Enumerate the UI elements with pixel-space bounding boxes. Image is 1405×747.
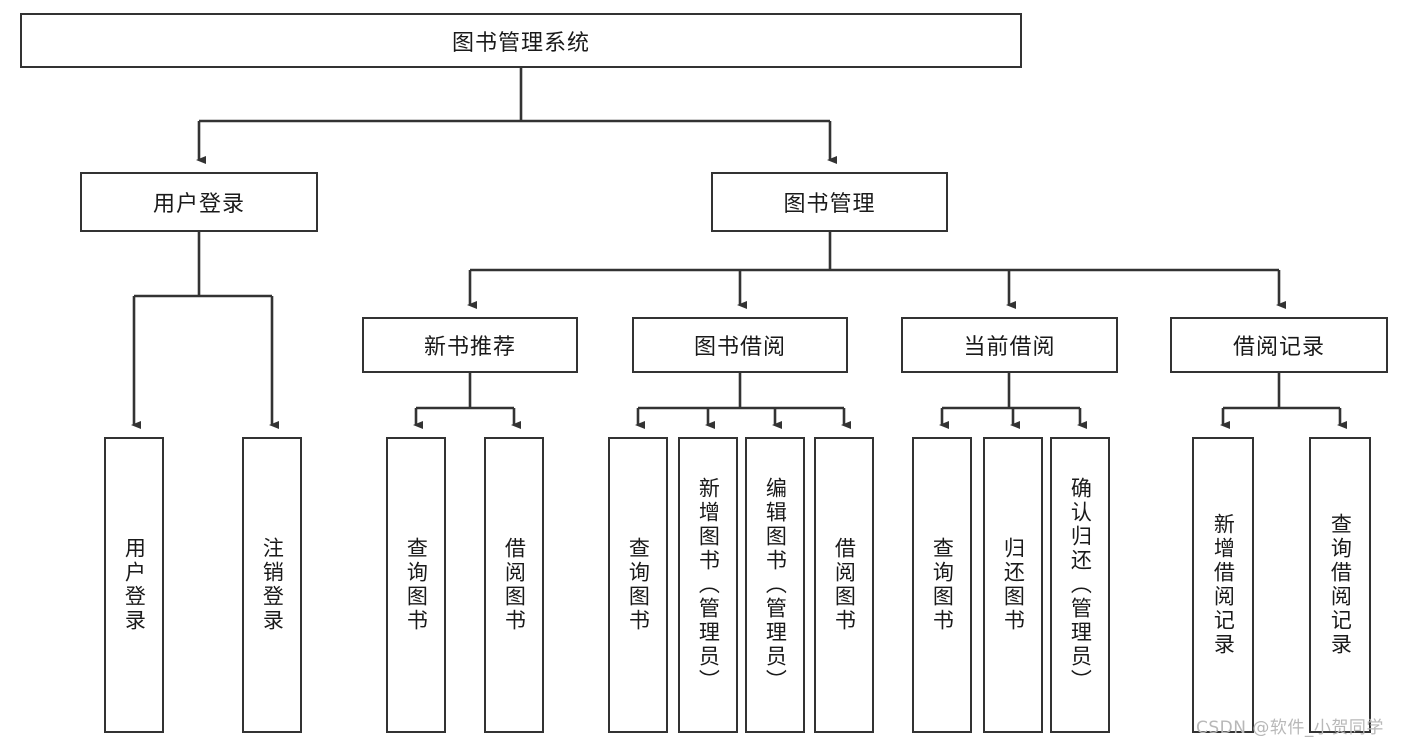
node-leaf-borrow-book-rec[interactable]: 借阅图书 bbox=[484, 437, 544, 733]
watermark: CSDN @软件_小贺同学 bbox=[1196, 718, 1384, 738]
node-book-borrow[interactable]: 图书借阅 bbox=[632, 317, 848, 373]
node-leaf-return-book[interactable]: 归还图书 bbox=[983, 437, 1043, 733]
node-leaf-edit-book-admin[interactable]: 编辑图书（管理员） bbox=[745, 437, 805, 733]
node-leaf-add-book-admin-label: 新增图书（管理员） bbox=[696, 477, 721, 693]
node-leaf-query-book-cur-label: 查询图书 bbox=[930, 537, 955, 633]
node-leaf-query-book-rec[interactable]: 查询图书 bbox=[386, 437, 446, 733]
node-leaf-user-login[interactable]: 用户登录 bbox=[104, 437, 164, 733]
node-borrow-record-label: 借阅记录 bbox=[1232, 335, 1325, 360]
wire-group-current-borrow bbox=[939, 373, 1087, 429]
wire-group-new-book-recommend bbox=[413, 373, 521, 429]
node-book-borrow-label: 图书借阅 bbox=[693, 335, 786, 360]
node-leaf-confirm-return-admin-label: 确认归还（管理员） bbox=[1068, 477, 1093, 693]
node-leaf-confirm-return-admin[interactable]: 确认归还（管理员） bbox=[1050, 437, 1110, 733]
node-leaf-borrow-book-label: 借阅图书 bbox=[832, 537, 857, 633]
node-leaf-query-book-cur[interactable]: 查询图书 bbox=[912, 437, 972, 733]
node-leaf-logout-login[interactable]: 注销登录 bbox=[242, 437, 302, 733]
wire-group-book-borrow bbox=[635, 373, 851, 429]
node-leaf-edit-book-admin-label: 编辑图书（管理员） bbox=[763, 477, 788, 693]
node-leaf-borrow-book[interactable]: 借阅图书 bbox=[814, 437, 874, 733]
node-book-manage[interactable]: 图书管理 bbox=[711, 172, 948, 232]
wire-group-user-login bbox=[131, 232, 279, 429]
node-current-borrow[interactable]: 当前借阅 bbox=[901, 317, 1118, 373]
node-leaf-query-borrow-record-label: 查询借阅记录 bbox=[1328, 513, 1353, 657]
node-leaf-return-book-label: 归还图书 bbox=[1001, 537, 1026, 633]
node-leaf-add-borrow-record[interactable]: 新增借阅记录 bbox=[1192, 437, 1254, 733]
node-new-book-recommend[interactable]: 新书推荐 bbox=[362, 317, 578, 373]
node-leaf-add-borrow-record-label: 新增借阅记录 bbox=[1211, 513, 1236, 657]
wire-group-borrow-record bbox=[1220, 373, 1347, 429]
node-book-manage-label: 图书管理 bbox=[783, 192, 876, 217]
node-root[interactable]: 图书管理系统 bbox=[20, 13, 1022, 68]
node-root-label: 图书管理系统 bbox=[451, 30, 590, 56]
wire-group-book-manage bbox=[467, 232, 1286, 309]
node-user-login-label: 用户登录 bbox=[152, 192, 245, 217]
node-current-borrow-label: 当前借阅 bbox=[963, 335, 1056, 360]
node-leaf-query-book-borrow-label: 查询图书 bbox=[626, 537, 651, 633]
node-new-book-recommend-label: 新书推荐 bbox=[423, 335, 516, 360]
node-leaf-borrow-book-rec-label: 借阅图书 bbox=[502, 537, 527, 633]
node-leaf-query-book-borrow[interactable]: 查询图书 bbox=[608, 437, 668, 733]
wire-group-root bbox=[196, 68, 837, 164]
node-user-login[interactable]: 用户登录 bbox=[80, 172, 318, 232]
node-leaf-user-login-label: 用户登录 bbox=[122, 537, 147, 633]
node-leaf-query-book-rec-label: 查询图书 bbox=[404, 537, 429, 633]
node-leaf-add-book-admin[interactable]: 新增图书（管理员） bbox=[678, 437, 738, 733]
node-leaf-query-borrow-record[interactable]: 查询借阅记录 bbox=[1309, 437, 1371, 733]
node-borrow-record[interactable]: 借阅记录 bbox=[1170, 317, 1388, 373]
node-leaf-logout-login-label: 注销登录 bbox=[260, 537, 285, 633]
